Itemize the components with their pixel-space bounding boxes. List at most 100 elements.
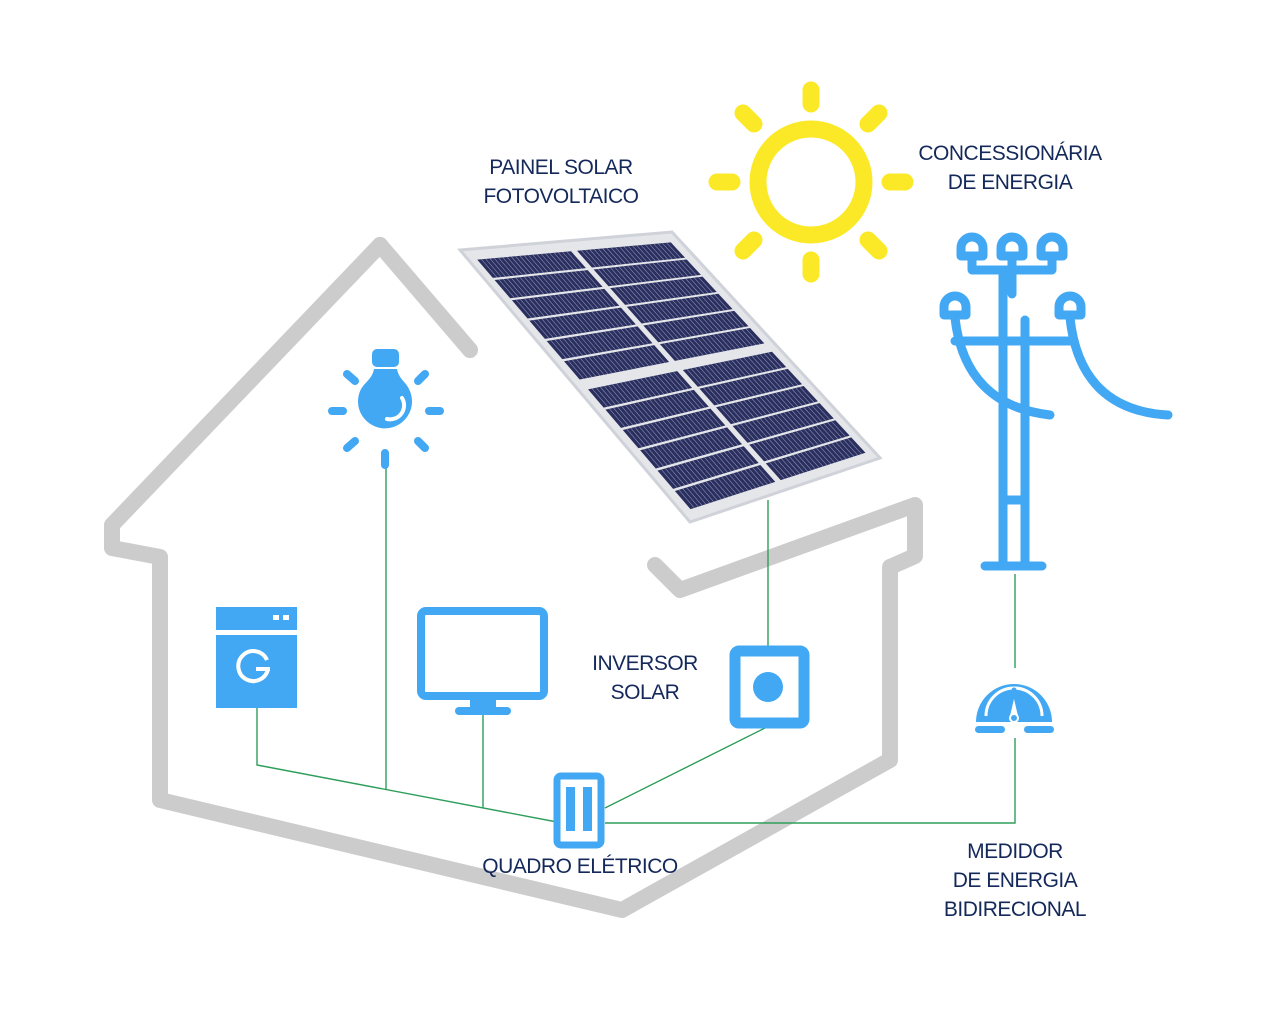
solar-cell-stripe	[684, 298, 700, 315]
solar-cell-stripe	[779, 391, 795, 408]
solar-cell-stripe	[704, 457, 720, 475]
solar-cell-stripe	[623, 246, 639, 263]
solar-cell-stripe	[645, 346, 662, 364]
solar-cell-stripe	[520, 299, 537, 318]
solar-cell-stripe	[624, 381, 641, 400]
solar-cell-stripe	[839, 440, 855, 457]
solar-cell-stripe	[664, 301, 680, 318]
solar-cell-stripe	[572, 359, 588, 379]
solar-cell-stripe	[624, 328, 641, 346]
label-utility: CONCESSIONÁRIA DE ENERGIA	[905, 139, 1115, 197]
solar-cell-stripe	[623, 266, 639, 283]
solar-cell-stripe	[610, 267, 626, 285]
solar-cell-stripe	[598, 248, 614, 266]
solar-cell-stripe	[752, 443, 769, 461]
solar-cell-stripe	[655, 302, 671, 320]
breaker-panel-icon	[553, 772, 605, 849]
solar-cell-stripe	[711, 431, 727, 449]
solar-cell-stripe	[812, 448, 828, 466]
label-solar-panel-line-2: FOTOVOLTAICO	[483, 185, 639, 208]
solar-cell-stripe	[591, 311, 608, 330]
solar-cell-stripe	[751, 376, 767, 394]
solar-cell-stripe	[630, 285, 647, 303]
solar-cell-stripe	[591, 333, 608, 352]
solar-cell-stripe	[694, 367, 711, 385]
solar-cell-stripe	[755, 375, 771, 393]
solar-cell-stripe	[669, 467, 686, 486]
solar-cell-stripe	[692, 460, 709, 479]
solar-cell-stripe	[672, 465, 689, 485]
solar-cell-stripe	[803, 407, 819, 424]
solar-cell-stripe	[677, 393, 694, 411]
solar-cell-stripe	[721, 476, 737, 495]
solar-cell-stripe	[606, 247, 622, 265]
solar-cell-stripe	[536, 296, 553, 316]
solar-cell-stripe	[665, 261, 681, 278]
solar-cell-stripe	[745, 328, 761, 345]
solar-cell-stripe	[618, 286, 634, 304]
solar-cell-stripe	[651, 446, 668, 466]
solar-cell-stripe	[672, 320, 688, 338]
solar-cell-stripe	[515, 299, 532, 319]
solar-cell-stripe	[644, 263, 660, 281]
solar-cell-stripe	[676, 341, 692, 358]
solar-cell-stripe	[587, 290, 603, 309]
solar-cell-stripe	[660, 374, 677, 392]
solar-cell-stripe	[537, 319, 554, 338]
solar-cell-stripe	[807, 427, 823, 445]
solar-cell-stripe	[684, 462, 701, 481]
solar-cell-stripe	[669, 261, 685, 278]
solar-cell-stripe	[718, 429, 735, 447]
solar-cell-stripe	[614, 287, 630, 305]
solar-cell-stripe	[717, 313, 733, 330]
solar-cell-stripe	[714, 430, 731, 448]
solar-cell-stripe	[549, 253, 566, 271]
solar-cell-stripe	[545, 253, 561, 272]
meter-gauge-icon	[975, 684, 1054, 733]
solar-cell-stripe	[748, 421, 764, 439]
solar-cell-stripe	[678, 260, 693, 277]
solar-cell-stripe	[680, 298, 696, 316]
solar-cell-stripe	[727, 450, 744, 468]
solar-cell-stripe	[702, 365, 719, 383]
solar-cell-stripe	[616, 329, 633, 348]
solar-cell-stripe	[653, 398, 670, 417]
solar-cell-stripe	[597, 268, 613, 286]
label-solar-panel: PAINEL SOLAR FOTOVOLTAICO	[466, 153, 656, 211]
solar-cell-stripe	[644, 377, 661, 396]
solar-cell-stripe	[688, 461, 705, 480]
solar-cell-stripe	[647, 448, 664, 467]
house-outline	[104, 237, 923, 918]
solar-cell-stripe	[725, 475, 741, 494]
solar-cell-stripe	[574, 292, 591, 310]
solar-cell-stripe	[672, 371, 689, 390]
label-utility-line-1: CONCESSIONÁRIA	[918, 142, 1102, 165]
solar-cell-stripe	[617, 351, 633, 370]
solar-cell-stripe	[672, 300, 688, 317]
solar-cell-stripe	[674, 417, 691, 436]
solar-cell-stripe	[680, 463, 697, 483]
solar-cell-stripe	[739, 401, 755, 419]
solar-cell-stripe	[627, 246, 643, 263]
solar-cell-stripe	[579, 335, 596, 354]
solar-cell-stripe	[680, 340, 696, 358]
solar-cell-stripe	[566, 272, 582, 290]
solar-cell-stripe	[678, 416, 694, 434]
solar-cell-stripe	[784, 457, 801, 475]
solar-cell-stripe	[622, 286, 638, 304]
solar-cell-stripe	[632, 380, 649, 398]
solar-cell-stripe	[807, 406, 823, 422]
solar-cell-stripe	[583, 270, 599, 288]
solar-cell-stripe	[519, 255, 536, 274]
solar-cell-stripe	[575, 336, 592, 355]
solar-cell-stripe	[743, 357, 759, 374]
solar-cell-stripe	[783, 412, 799, 429]
solar-cell-stripe	[759, 354, 775, 370]
solar-cell-stripe	[698, 366, 715, 384]
solar-cell-stripe	[743, 400, 759, 418]
solar-cell-stripe	[549, 273, 566, 292]
solar-cell-stripe	[721, 332, 737, 350]
solar-cell-stripe	[612, 330, 629, 348]
solar-cell-stripe	[791, 410, 807, 427]
solar-cell-stripe	[643, 283, 659, 301]
